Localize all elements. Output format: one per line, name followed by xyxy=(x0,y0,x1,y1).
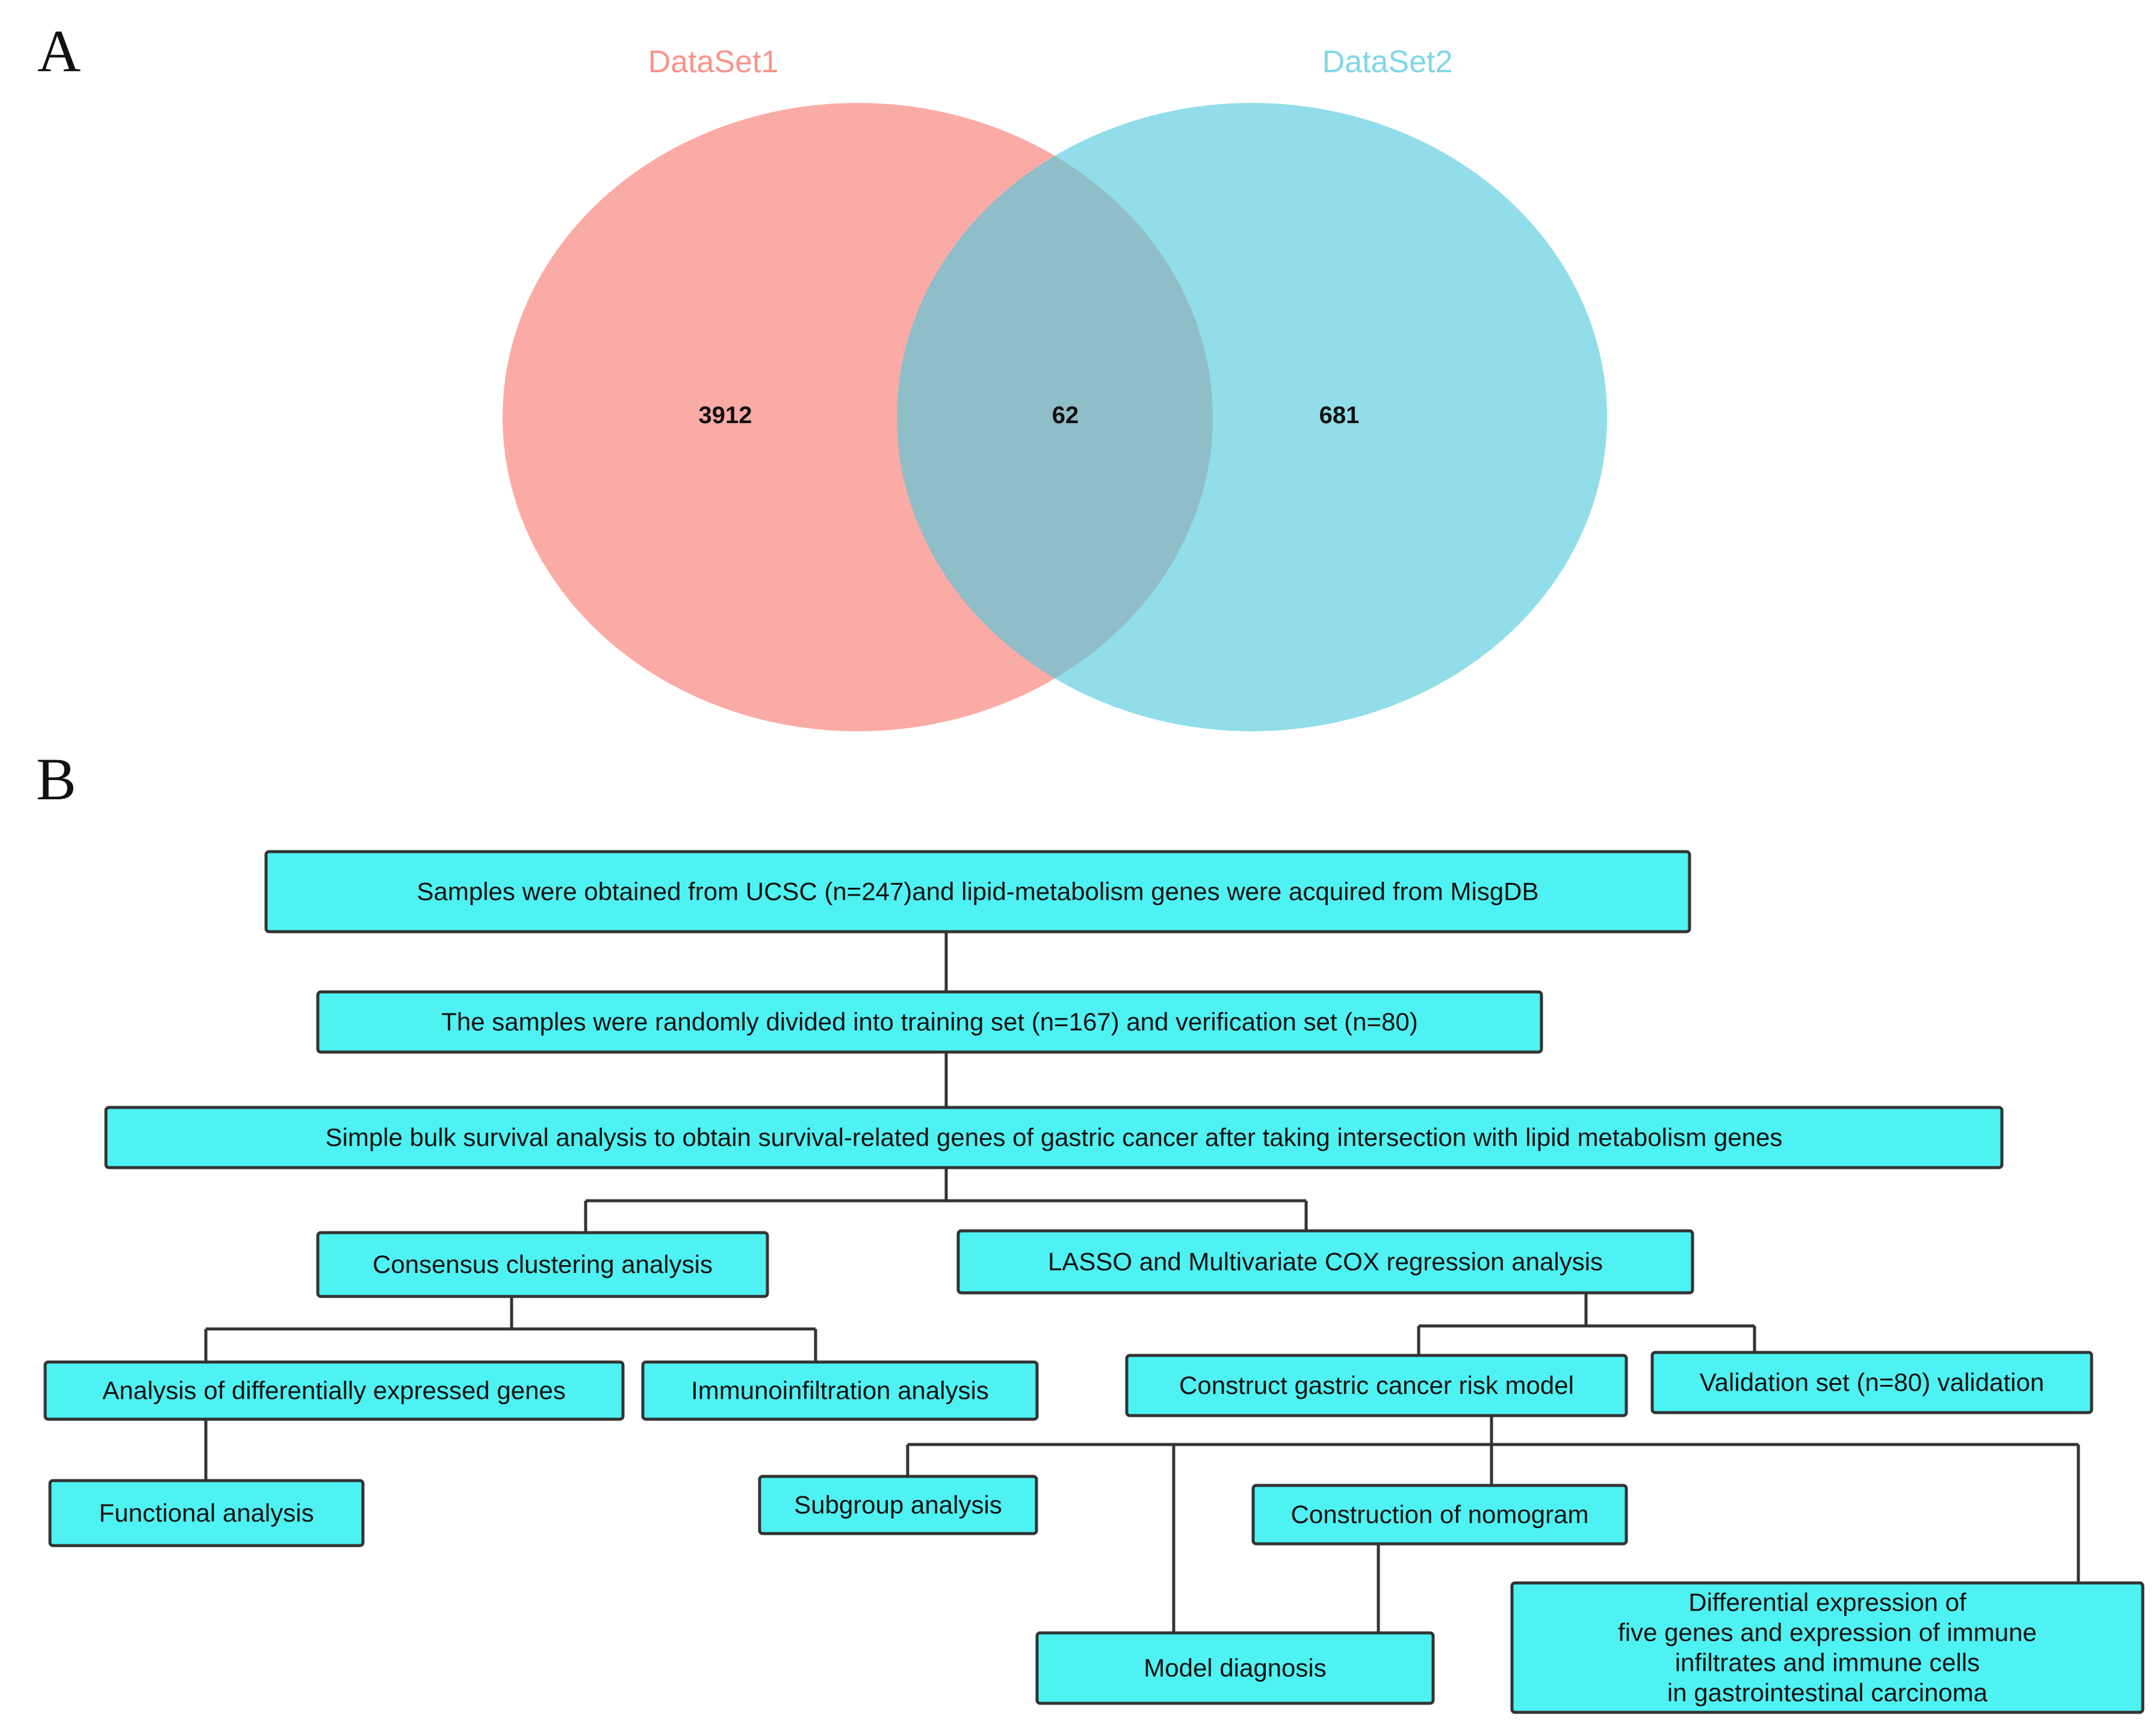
count-intersection: 62 xyxy=(1052,402,1079,429)
node-label: LASSO and Multivariate COX regression an… xyxy=(1048,1248,1603,1276)
panel-label-b: B xyxy=(36,746,76,813)
node-label: Validation set (n=80) validation xyxy=(1700,1368,2044,1396)
node-label: Samples were obtained from UCSC (n=247)a… xyxy=(417,878,1539,906)
node-box xyxy=(316,990,1543,1054)
node-box xyxy=(316,1231,769,1298)
node-label: Immunoinfiltration analysis xyxy=(691,1376,989,1405)
node-box xyxy=(1251,1484,1628,1546)
set2-label: DataSet2 xyxy=(1322,45,1453,79)
set1-label: DataSet1 xyxy=(648,45,779,79)
node-box xyxy=(1510,1581,2145,1714)
node-samples: Samples were obtained from UCSC (n=247)a… xyxy=(264,850,1691,934)
node-label: in gastrointestinal carcinoma xyxy=(1667,1679,1988,1707)
set2-circle xyxy=(897,103,1607,731)
node-label: Consensus clustering analysis xyxy=(373,1250,713,1278)
flowchart-nodes: Samples were obtained from UCSC (n=247)a… xyxy=(43,850,2145,1714)
node-label: Functional analysis xyxy=(99,1499,314,1527)
node-label: Construction of nomogram xyxy=(1291,1500,1589,1529)
count-only-set2: 681 xyxy=(1319,402,1360,429)
node-box xyxy=(104,1106,2004,1169)
node-label: Model diagnosis xyxy=(1144,1654,1327,1682)
node-box xyxy=(264,850,1691,934)
node-box xyxy=(641,1360,1039,1421)
venn-diagram: A DataSet1 DataSet2 3912 62 681 xyxy=(37,17,1607,731)
node-box xyxy=(1650,1351,2093,1414)
node-label: infiltrates and immune cells xyxy=(1675,1649,1980,1677)
node-label: The samples were randomly divided into t… xyxy=(441,1008,1418,1036)
node-functional: Functional analysis xyxy=(48,1479,365,1547)
node-label: Analysis of differentially expressed gen… xyxy=(102,1376,566,1405)
node-consensus: Consensus clustering analysis xyxy=(316,1231,769,1298)
node-box xyxy=(48,1479,365,1547)
node-box xyxy=(956,1229,1694,1295)
node-model-diag: Model diagnosis xyxy=(1035,1631,1435,1705)
node-lasso: LASSO and Multivariate COX regression an… xyxy=(956,1229,1694,1295)
node-box xyxy=(1035,1631,1435,1705)
count-only-set1: 3912 xyxy=(699,402,752,429)
panel-label-a: A xyxy=(37,17,81,84)
node-validation: Validation set (n=80) validation xyxy=(1650,1351,2093,1414)
node-label: Simple bulk survival analysis to obtain … xyxy=(326,1123,1783,1151)
node-label: Construct gastric cancer risk model xyxy=(1179,1371,1574,1399)
node-risk-model: Construct gastric cancer risk model xyxy=(1125,1354,1628,1417)
flowchart-connectors xyxy=(204,932,2080,1633)
node-label: Differential expression of xyxy=(1688,1588,1966,1617)
node-box xyxy=(43,1360,625,1421)
node-nomogram: Construction of nomogram xyxy=(1251,1484,1628,1546)
node-subgroup: Subgroup analysis xyxy=(758,1475,1038,1535)
node-divide: The samples were randomly divided into t… xyxy=(316,990,1543,1054)
node-deg: Analysis of differentially expressed gen… xyxy=(43,1360,625,1421)
node-label: Subgroup analysis xyxy=(794,1491,1002,1519)
node-box xyxy=(758,1475,1038,1535)
node-box xyxy=(1125,1354,1628,1417)
node-label: five genes and expression of immune xyxy=(1618,1618,2037,1647)
node-immuno: Immunoinfiltration analysis xyxy=(641,1360,1039,1421)
node-survival: Simple bulk survival analysis to obtain … xyxy=(104,1106,2004,1169)
